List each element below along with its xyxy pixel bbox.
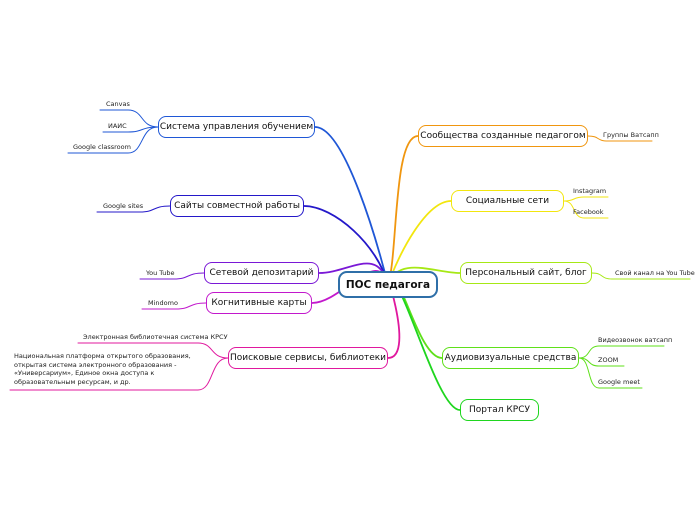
branch-lms (314, 126, 389, 286)
leaf-whatsapp-video: Видеозвонок ватсапп (598, 336, 673, 344)
leaf-line-repo-0 (139, 272, 205, 280)
topic-cognitive-maps[interactable]: Когнитивные карты (206, 292, 312, 314)
leaf-canvas: Canvas (106, 100, 130, 108)
leaf-mindomo: Mindomo (148, 299, 178, 307)
leaf-facebook: Facebook (573, 208, 604, 216)
leaf-line-av-1 (578, 357, 625, 367)
leaf-line-av-2 (578, 357, 643, 389)
leaf-line-lms-2 (67, 126, 159, 154)
leaf-line-collab-0 (96, 205, 171, 213)
topic-search-libraries[interactable]: Поисковые сервисы, библиотеки (228, 347, 388, 369)
topic-portal[interactable]: Портал КРСУ (460, 399, 539, 421)
branch-comm (387, 135, 419, 286)
leaf-instagram: Instagram (573, 187, 607, 195)
leaf-ebs-krsu: Электронная библиотечная система КРСУ (83, 333, 228, 341)
leaf-youtube: You Tube (146, 269, 175, 277)
topic-communities[interactable]: Сообщества созданные педагогом (418, 125, 588, 147)
leaf-zoom: ZOOM (598, 356, 619, 364)
leaf-line-cog-0 (141, 302, 207, 310)
leaf-line-social-1 (563, 200, 609, 219)
leaf-iais: ИАИС (108, 122, 127, 130)
topic-social-networks[interactable]: Социальные сети (451, 190, 564, 212)
leaf-national-platform: Национальная платформа открытого образов… (14, 352, 191, 386)
leaf-line-social-0 (563, 196, 609, 202)
topic-lms[interactable]: Система управления обучением (158, 116, 315, 138)
leaf-line-av-0 (578, 345, 665, 359)
leaf-line-search-1 (9, 357, 229, 391)
topic-audiovisual[interactable]: Аудиовизуальные средства (442, 347, 579, 369)
leaf-line-search-0 (77, 342, 229, 359)
leaf-whatsapp-groups: Группы Ватсапп (603, 131, 659, 139)
leaf-line-lms-0 (99, 109, 159, 128)
topic-collab-sites[interactable]: Сайты совместной работы (170, 195, 304, 217)
leaf-line-site-0 (591, 272, 691, 280)
leaf-google-meet: Google meet (598, 378, 640, 386)
leaf-google-classroom: Google classroom (73, 143, 131, 151)
leaf-line-lms-1 (102, 126, 159, 133)
leaf-google-sites: Google sites (103, 202, 144, 210)
leaf-line-comm-0 (587, 135, 653, 142)
central-topic[interactable]: ПОС педагога (338, 271, 438, 298)
topic-repository[interactable]: Сетевой депозитарий (204, 262, 319, 284)
leaf-youtube-channel: Свой канал на You Tube (615, 269, 695, 277)
topic-personal-site[interactable]: Персональный сайт, блог (460, 262, 592, 284)
